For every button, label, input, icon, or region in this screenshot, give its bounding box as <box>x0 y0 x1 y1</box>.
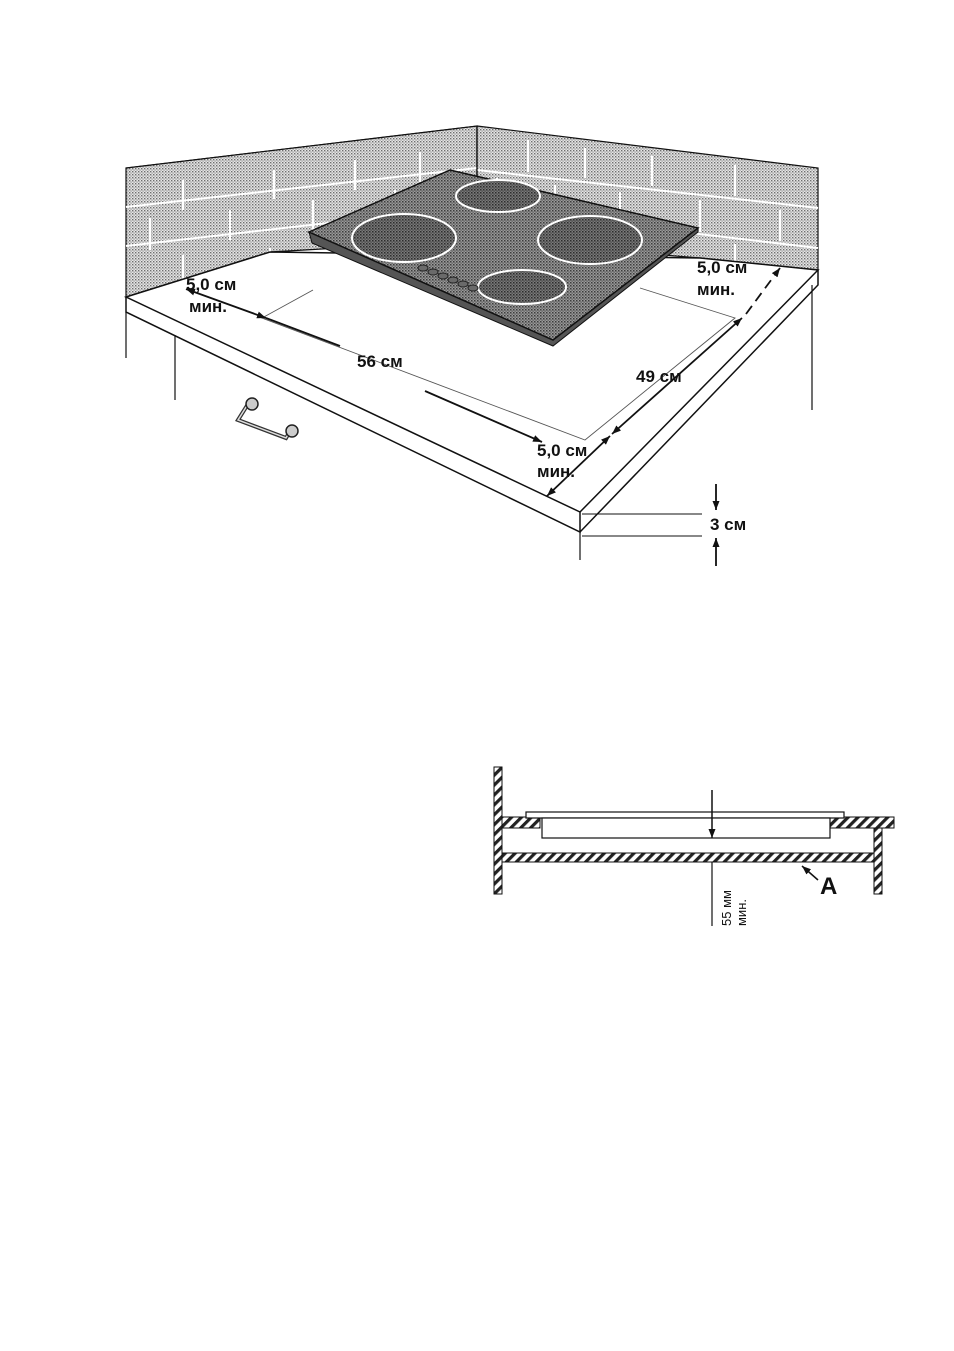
hob-glass <box>526 812 844 818</box>
back-gap-min-label: мин. <box>697 280 735 299</box>
left-side-panel <box>494 767 502 894</box>
left-gap-label: 5,0 см <box>186 275 236 294</box>
part-a-pointer <box>802 866 818 880</box>
part-a-label: A <box>820 873 837 900</box>
clearance-label: 55 мм <box>719 890 734 926</box>
separator-panel <box>502 853 874 862</box>
front-gap-label: 5,0 см <box>537 441 587 460</box>
width-label: 56 см <box>357 352 403 371</box>
depth-label: 49 см <box>636 367 682 386</box>
front-gap-min-label: мин. <box>537 462 575 481</box>
figure-hob-cutout: 5,0 см мин. 56 см 49 см 5,0 см мин. 5,0 … <box>126 126 818 566</box>
cooking-zone-left <box>352 214 456 262</box>
drawer-handle <box>238 398 298 438</box>
figure-cross-section: 55 мм мин. A <box>494 767 894 926</box>
cooking-zone-front <box>478 270 566 304</box>
countertop-left-section <box>502 817 540 828</box>
cooking-zone-back <box>456 180 540 212</box>
cooking-zone-right <box>538 216 642 264</box>
clearance-min-label: мин. <box>734 899 749 926</box>
right-side-panel <box>874 817 882 894</box>
countertop-right-section <box>830 817 894 828</box>
left-gap-min-label: мин. <box>189 297 227 316</box>
back-gap-label: 5,0 см <box>697 258 747 277</box>
hob-body <box>542 818 830 838</box>
thickness-label: 3 см <box>710 515 746 534</box>
